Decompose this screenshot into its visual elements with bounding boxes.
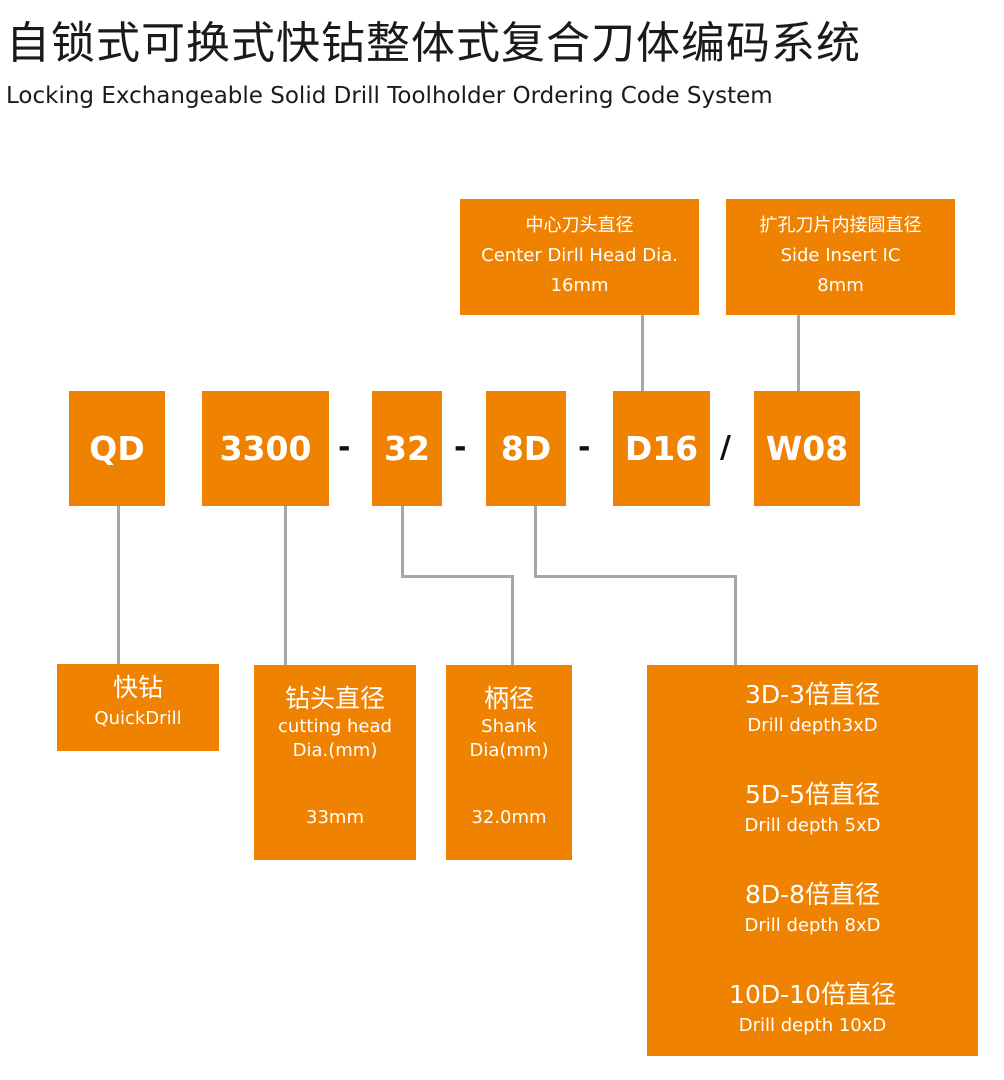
code-segment-w08: W08 [754, 391, 860, 506]
depth-zh: 3D-3倍直径 [744, 680, 881, 709]
quickdrill-zh: 快钻 [112, 673, 163, 702]
cutting-head-en2: Dia.(mm) [292, 740, 378, 761]
drill-depth-item-5d: 5D-5倍直径 Drill depth 5xD [647, 779, 978, 879]
side-insert-zh: 扩孔刀片内接圆直径 [759, 215, 922, 236]
code-segment-32: 32 [372, 391, 442, 506]
connector-depth-v2 [734, 575, 737, 665]
separator-slash: / [720, 430, 731, 465]
depth-zh: 8D-8倍直径 [744, 880, 881, 909]
side-insert-ic-box: 扩孔刀片内接圆直径 Side Insert IC 8mm [726, 199, 955, 315]
connector-cutting-head [284, 506, 287, 665]
center-head-value: 16mm [550, 275, 609, 296]
connector-quickdrill [117, 506, 120, 664]
connector-shank-v1 [401, 506, 404, 578]
center-head-dia-box: 中心刀头直径 Center Dirll Head Dia. 16mm [460, 199, 699, 315]
page-title: 自锁式可换式快钻整体式复合刀体编码系统 [6, 18, 861, 69]
drill-depth-item-10d: 10D-10倍直径 Drill depth 10xD [647, 979, 978, 1059]
shank-zh: 柄径 [483, 684, 534, 713]
code-segment-3300: 3300 [202, 391, 329, 506]
quickdrill-en: QuickDrill [94, 708, 182, 729]
cutting-head-dia-box: 钻头直径 cutting head Dia.(mm) 33mm [254, 665, 416, 860]
cutting-head-value: 33mm [306, 807, 364, 828]
center-head-en: Center Dirll Head Dia. [481, 245, 678, 266]
connector-depth-h [534, 575, 737, 578]
code-segment-8d: 8D [486, 391, 566, 506]
depth-zh: 10D-10倍直径 [729, 980, 896, 1009]
drill-depth-box: 3D-3倍直径 Drill depth3xD 5D-5倍直径 Drill dep… [647, 665, 978, 1056]
depth-zh: 5D-5倍直径 [744, 780, 881, 809]
connector-center-head [641, 315, 644, 392]
separator-dash: - [578, 430, 591, 465]
cutting-head-en1: cutting head [278, 716, 392, 737]
drill-depth-item-8d: 8D-8倍直径 Drill depth 8xD [647, 879, 978, 979]
separator-dash: - [338, 430, 351, 465]
page-subtitle: Locking Exchangeable Solid Drill Toolhol… [6, 83, 773, 109]
connector-shank-h [401, 575, 514, 578]
quickdrill-box: 快钻 QuickDrill [57, 664, 219, 751]
separator-dash: - [454, 430, 467, 465]
shank-en2: Dia(mm) [469, 740, 549, 761]
center-head-zh: 中心刀头直径 [525, 215, 634, 236]
connector-shank-v2 [511, 575, 514, 665]
code-segment-qd: QD [69, 391, 165, 506]
side-insert-en: Side Insert IC [780, 245, 901, 266]
connector-depth-v1 [534, 506, 537, 578]
depth-en: Drill depth3xD [747, 715, 878, 736]
depth-en: Drill depth 8xD [744, 915, 881, 936]
shank-en1: Shank [481, 716, 537, 737]
cutting-head-zh: 钻头直径 [284, 684, 385, 713]
shank-value: 32.0mm [471, 807, 547, 828]
depth-en: Drill depth 5xD [744, 815, 881, 836]
connector-side-insert [797, 315, 800, 392]
shank-dia-box: 柄径 Shank Dia(mm) 32.0mm [446, 665, 572, 860]
drill-depth-item-3d: 3D-3倍直径 Drill depth3xD [647, 679, 978, 779]
side-insert-value: 8mm [817, 275, 864, 296]
depth-en: Drill depth 10xD [738, 1015, 887, 1036]
code-segment-d16: D16 [613, 391, 710, 506]
